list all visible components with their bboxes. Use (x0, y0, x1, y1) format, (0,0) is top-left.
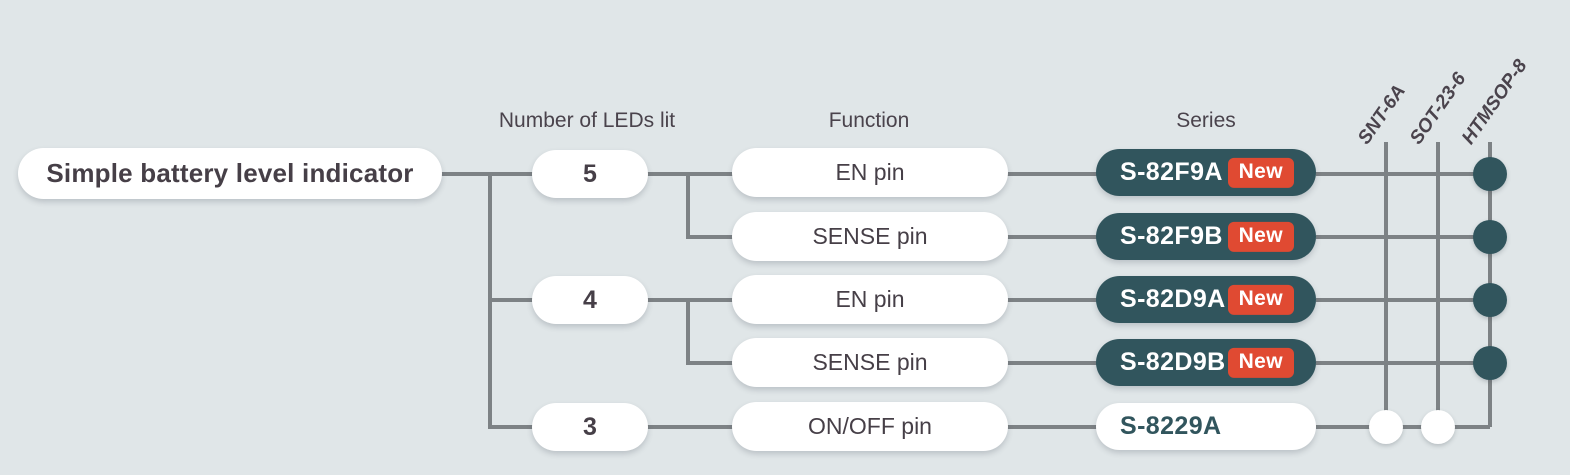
function-node-3[interactable]: SENSE pin (732, 338, 1008, 387)
series-node-1-label: S-82F9B (1120, 222, 1223, 250)
led-node-4-label: 4 (583, 285, 597, 314)
series-node-4-label: S-8229A (1120, 412, 1222, 440)
connector-func-series-2 (1006, 298, 1098, 302)
package-column-line-snt-6a (1384, 142, 1388, 427)
root-node-label: Simple battery level indicator (46, 158, 414, 188)
package-dot-1-htmsop-8[interactable] (1473, 220, 1507, 254)
function-node-0[interactable]: EN pin (732, 148, 1008, 197)
package-dot-3-htmsop-8[interactable] (1473, 346, 1507, 380)
series-node-0-label: S-82F9A (1120, 158, 1223, 186)
led-node-3[interactable]: 3 (532, 403, 648, 451)
package-row-line-1 (1316, 235, 1490, 239)
package-dot-0-htmsop-8[interactable] (1473, 157, 1507, 191)
connector-led4-out (646, 298, 690, 302)
function-node-2[interactable]: EN pin (732, 275, 1008, 324)
series-node-0[interactable]: S-82F9A New (1096, 149, 1316, 196)
function-node-3-label: SENSE pin (812, 349, 928, 375)
led-node-3-label: 3 (583, 412, 597, 441)
package-row-line-2 (1316, 298, 1490, 302)
connector-led3-to-row4 (646, 425, 734, 429)
package-dot-2-htmsop-8[interactable] (1473, 283, 1507, 317)
function-node-4-label: ON/OFF pin (808, 413, 932, 439)
package-column-line-sot-23-6 (1436, 142, 1440, 427)
package-row-line-4 (1316, 425, 1490, 429)
new-badge-2: New (1227, 284, 1294, 315)
connector-func-series-3 (1006, 361, 1098, 365)
connector-func-series-4 (1006, 425, 1098, 429)
function-node-4[interactable]: ON/OFF pin (732, 402, 1008, 451)
function-node-1-label: SENSE pin (812, 223, 928, 249)
connector-trunk-to-led-3 (488, 425, 538, 429)
connector-led4-to-row3 (686, 361, 734, 365)
column-header-series: Series (1176, 109, 1236, 132)
connector-led4-split (686, 298, 690, 365)
series-node-2-label: S-82D9A (1120, 285, 1226, 313)
new-badge-3: New (1227, 347, 1294, 378)
series-node-2[interactable]: S-82D9A New (1096, 276, 1316, 323)
connector-led5-out (646, 172, 690, 176)
connector-led5-split (686, 172, 690, 239)
connector-func-series-1 (1006, 235, 1098, 239)
package-dot-4-sot-23-6[interactable] (1421, 410, 1455, 444)
connector-trunk-to-led-5 (488, 172, 538, 176)
function-node-0-label: EN pin (835, 159, 905, 185)
series-node-1[interactable]: S-82F9B New (1096, 213, 1316, 260)
new-badge-1: New (1227, 221, 1294, 252)
connector-root (440, 172, 492, 176)
connector-led5-to-row1 (686, 235, 734, 239)
led-node-5[interactable]: 5 (532, 150, 648, 198)
column-header-leds: Number of LEDs lit (498, 109, 676, 132)
new-badge-0: New (1227, 157, 1294, 188)
led-node-4[interactable]: 4 (532, 276, 648, 324)
series-node-4[interactable]: S-8229A (1096, 403, 1316, 450)
package-row-line-0 (1316, 172, 1490, 176)
series-node-3-label: S-82D9B (1120, 348, 1226, 376)
series-node-3[interactable]: S-82D9B New (1096, 339, 1316, 386)
connector-func-series-0 (1006, 172, 1098, 176)
root-node[interactable]: Simple battery level indicator (18, 148, 442, 199)
connector-led4-to-row2 (686, 298, 734, 302)
led-node-5-label: 5 (583, 159, 597, 188)
column-header-function: Function (828, 109, 910, 132)
connector-led5-to-row0 (686, 172, 734, 176)
connector-trunk-to-led-4 (488, 298, 538, 302)
package-row-line-3 (1316, 361, 1490, 365)
package-header-htmsop-8: HTMSOP-8 (1457, 55, 1532, 149)
package-dot-4-snt-6a[interactable] (1369, 410, 1403, 444)
function-node-1[interactable]: SENSE pin (732, 212, 1008, 261)
function-node-2-label: EN pin (835, 286, 905, 312)
package-header-snt-6a: SNT-6A (1353, 81, 1410, 149)
